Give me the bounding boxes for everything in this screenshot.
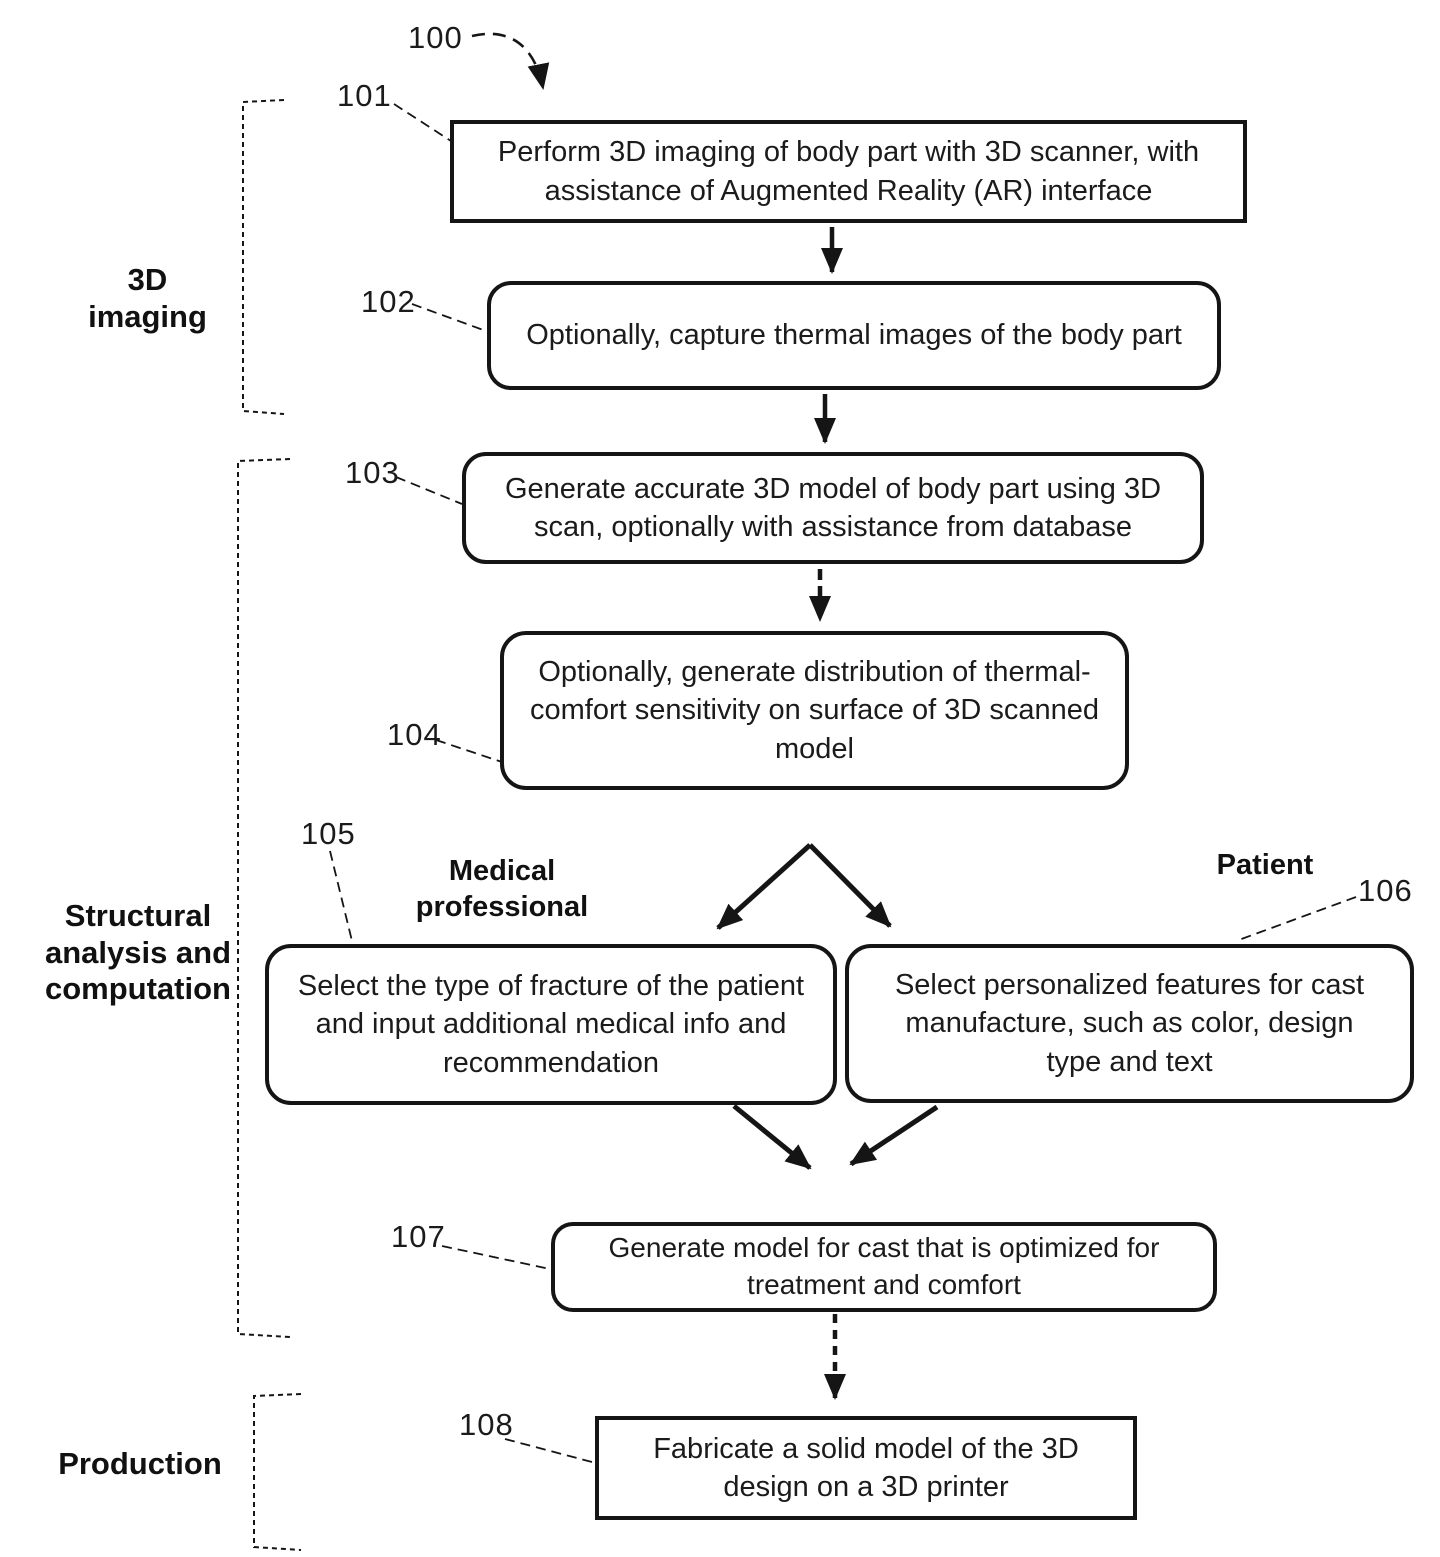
- section-label-3d-imaging: 3D imaging: [88, 262, 207, 334]
- ref-label-108: 108: [459, 1407, 514, 1442]
- section-label-production: Production: [58, 1446, 222, 1481]
- step-box-106: Select personalized features for cast ma…: [845, 944, 1414, 1103]
- leader-line-108: [504, 1438, 593, 1463]
- ref-label-106: 106: [1358, 873, 1413, 908]
- branch-arrow-right: [808, 843, 892, 928]
- converge-arrow-left: [732, 1104, 812, 1170]
- actor-label-medical-professional: Medical professional: [415, 855, 589, 924]
- leader-line-106: [1235, 896, 1357, 942]
- leader-line-103: [395, 476, 463, 505]
- leader-line-101: [393, 103, 452, 142]
- ref-label-101: 101: [337, 78, 392, 113]
- step-box-101: Perform 3D imaging of body part with 3D …: [450, 120, 1247, 223]
- bracket-3d-imaging: [242, 99, 285, 415]
- step-box-105: Select the type of fracture of the patie…: [265, 944, 837, 1105]
- converge-arrow-right: [849, 1104, 939, 1167]
- step-box-103: Generate accurate 3D model of body part …: [462, 452, 1204, 564]
- leader-line-107: [441, 1245, 551, 1270]
- step-box-108: Fabricate a solid model of the 3D design…: [595, 1416, 1137, 1520]
- ref-label-102: 102: [361, 284, 416, 319]
- leader-line-105: [329, 850, 353, 942]
- step-box-104: Optionally, generate distribution of the…: [500, 631, 1129, 790]
- ref-label-107: 107: [391, 1219, 446, 1254]
- step-box-102: Optionally, capture thermal images of th…: [487, 281, 1221, 390]
- ref-label-103: 103: [345, 455, 400, 490]
- leader-line-104: [435, 739, 503, 763]
- bracket-production: [253, 1393, 302, 1551]
- ref-label-105: 105: [301, 816, 356, 851]
- actor-label-patient: Patient: [1216, 849, 1314, 881]
- root-ref-arrow: [471, 32, 550, 90]
- branch-arrow-left: [716, 843, 812, 930]
- ref-label-100: 100: [408, 20, 463, 55]
- section-label-structural-analysis: Structural analysis and computation: [44, 898, 232, 1007]
- step-box-107: Generate model for cast that is optimize…: [551, 1222, 1217, 1312]
- leader-line-102: [411, 303, 487, 332]
- ref-label-104: 104: [387, 717, 442, 752]
- bracket-structural-analysis: [237, 458, 291, 1338]
